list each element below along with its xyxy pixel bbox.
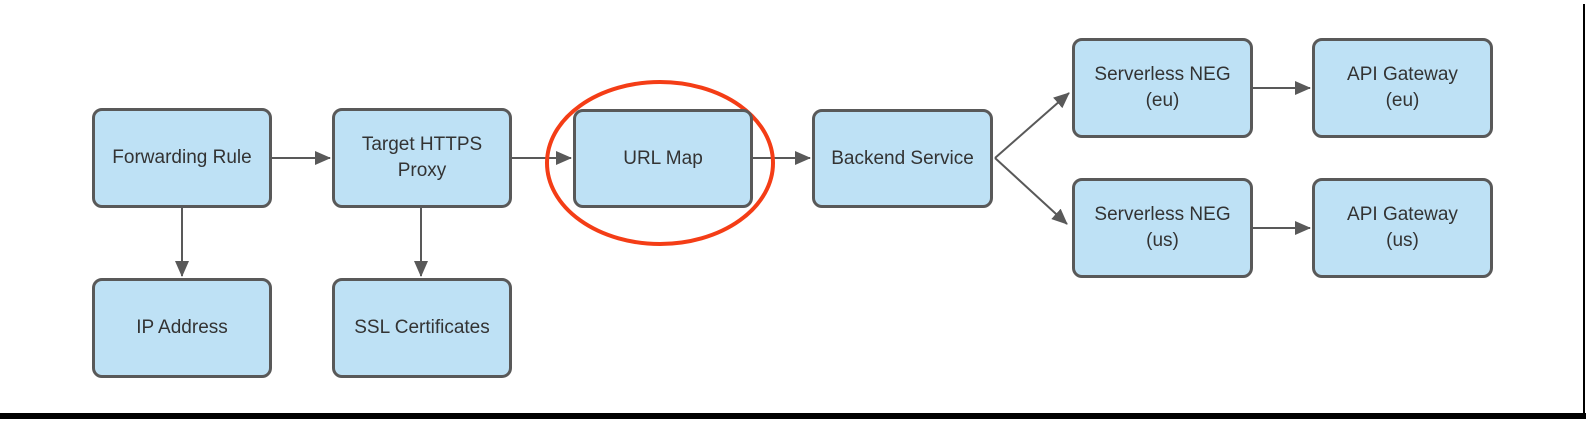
node-label: IP Address [136, 317, 228, 338]
node-url-map[interactable]: URL Map [573, 109, 753, 208]
node-label: Serverless NEG [1094, 204, 1231, 225]
page-border-bottom [0, 413, 1586, 419]
edge-backend-service-to-serverless-neg-eu [994, 92, 1070, 159]
node-forwarding-rule[interactable]: Forwarding Rule [92, 108, 272, 208]
node-ip-address[interactable]: IP Address [92, 278, 272, 378]
node-label: (eu) [1385, 90, 1420, 111]
node-backend-service[interactable]: Backend Service [812, 109, 993, 208]
node-target-https-proxy[interactable]: Target HTTPS Proxy [332, 108, 512, 208]
page-border-right [1583, 4, 1585, 419]
node-label: API Gateway [1347, 204, 1458, 225]
node-label: Target HTTPS [361, 134, 483, 155]
node-label: (us) [1386, 230, 1419, 251]
node-api-gateway-eu[interactable]: API Gateway (eu) [1312, 38, 1493, 138]
node-label: API Gateway [1347, 64, 1458, 85]
node-label: Backend Service [831, 147, 974, 169]
node-label: Forwarding Rule [112, 147, 252, 168]
node-label: Serverless NEG [1094, 64, 1231, 85]
node-label: (eu) [1145, 90, 1180, 111]
node-serverless-neg-eu[interactable]: Serverless NEG (eu) [1072, 38, 1253, 138]
node-serverless-neg-us[interactable]: Serverless NEG (us) [1072, 178, 1253, 278]
node-label: SSL Certificates [354, 317, 490, 338]
edge-backend-service-to-serverless-neg-us [994, 157, 1068, 225]
node-label: (us) [1146, 230, 1179, 251]
node-api-gateway-us[interactable]: API Gateway (us) [1312, 178, 1493, 278]
node-ssl-certificates[interactable]: SSL Certificates [332, 278, 512, 378]
node-label: Proxy [397, 160, 447, 181]
node-label: URL Map [623, 147, 703, 169]
